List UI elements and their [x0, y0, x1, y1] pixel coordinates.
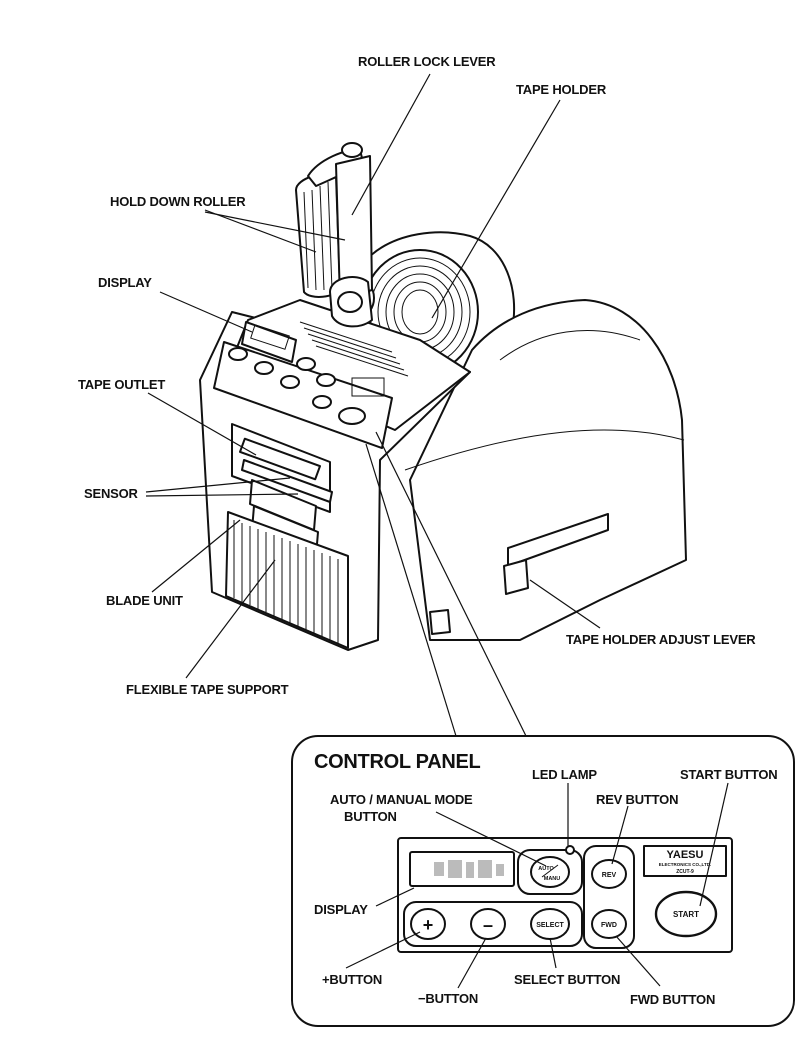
machine-display [241, 321, 297, 363]
control-panel-inset: CONTROL PANEL + – SELECT [291, 735, 795, 1027]
sensor-bar [241, 459, 333, 503]
label-auto-manual-line1: AUTO / MANUAL MODE [330, 792, 473, 807]
illustration-labels: ROLLER LOCK LEVER TAPE HOLDER HOLD DOWN … [78, 54, 757, 697]
select-key-text: SELECT [536, 922, 564, 929]
leader-lines [145, 73, 601, 737]
label-led-lamp: LED LAMP [532, 767, 597, 782]
auto-manual-key[interactable]: AUTO MANU [530, 856, 570, 888]
label-rev-button: REV BUTTON [596, 792, 678, 807]
start-key-text: START [673, 910, 699, 919]
rev-key[interactable]: REV [591, 859, 627, 889]
hold-down-roller [295, 142, 373, 328]
panel-display-noise [434, 860, 504, 878]
brand-model: ZCUT-9 [676, 869, 694, 875]
label-sensor: SENSOR [84, 486, 139, 501]
label-select-button: SELECT BUTTON [514, 972, 620, 987]
vent-grille [225, 511, 349, 649]
label-tape-holder-adjust-lever: TAPE HOLDER ADJUST LEVER [566, 632, 756, 647]
tape-guide-slats [299, 321, 409, 377]
machine-panel-buttons [228, 347, 385, 425]
brand-subtitle: ELECTRONICS CO.,LTD. [659, 862, 711, 867]
led-lamp [565, 845, 575, 855]
label-roller-lock-lever: ROLLER LOCK LEVER [358, 54, 496, 69]
plus-key[interactable]: + [410, 908, 446, 940]
manu-key-text: MANU [544, 876, 561, 882]
label-tape-outlet: TAPE OUTLET [78, 377, 165, 392]
fwd-key[interactable]: FWD [591, 909, 627, 939]
label-fwd-button: FWD BUTTON [630, 992, 715, 1007]
auto-key-text: AUTO [538, 866, 554, 872]
label-hold-down-roller: HOLD DOWN ROLLER [110, 194, 246, 209]
minus-key-text: – [483, 915, 493, 935]
machine-foot [429, 609, 451, 635]
brand-name: YAESU [667, 849, 704, 861]
label-minus-button: −BUTTON [418, 991, 478, 1006]
start-key[interactable]: START [654, 890, 718, 938]
select-key[interactable]: SELECT [530, 908, 570, 940]
label-plus-button: +BUTTON [322, 972, 382, 987]
label-flexible-tape-support: FLEXIBLE TAPE SUPPORT [126, 682, 289, 697]
label-display: DISPLAY [98, 275, 152, 290]
label-start-button: START BUTTON [680, 767, 778, 782]
minus-key[interactable]: – [470, 908, 506, 940]
adjust-slot [507, 513, 609, 567]
label-tape-holder: TAPE HOLDER [516, 82, 607, 97]
right-side-cover [409, 299, 687, 641]
label-auto-manual-line2: BUTTON [344, 809, 397, 824]
rev-key-text: REV [602, 872, 617, 879]
control-panel-title: CONTROL PANEL [314, 751, 481, 773]
plus-key-text: + [423, 915, 434, 935]
control-panel-leader-lines [345, 782, 729, 989]
label-panel-display: DISPLAY [314, 902, 368, 917]
fwd-key-text: FWD [601, 922, 617, 929]
machine-illustration [199, 142, 687, 651]
label-blade-unit: BLADE UNIT [106, 593, 183, 608]
adjust-lever [503, 559, 529, 595]
